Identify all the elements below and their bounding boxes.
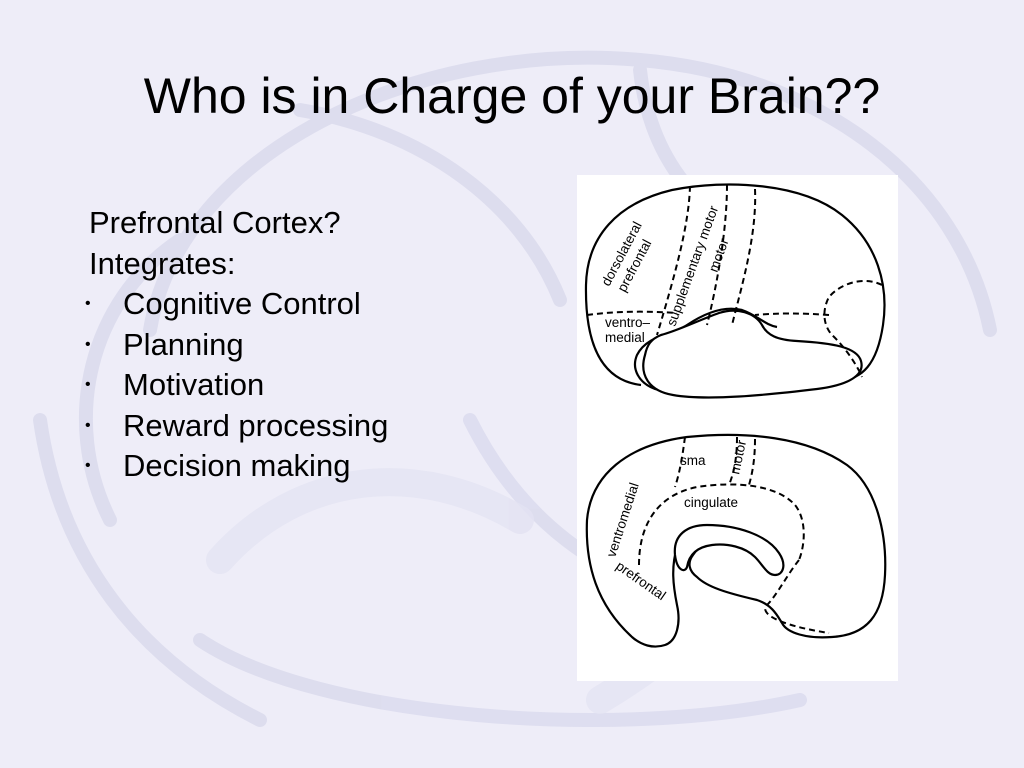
slide-title: Who is in Charge of your Brain??: [143, 68, 881, 124]
bullet-dot-icon: •: [85, 335, 91, 353]
cingulate-border: [638, 483, 805, 566]
bullet-item: • Reward processing: [85, 406, 559, 447]
bullet-dot-icon: •: [85, 457, 91, 474]
parietal-border: [754, 312, 830, 316]
lateral-brain-view: dorsolateral prefrontal supplementary mo…: [584, 183, 886, 399]
label-ventromedial: ventromedial: [604, 481, 642, 559]
medial-brain-view: sma motor cingulate ventromedial prefron…: [585, 433, 887, 648]
label-cingulate: cingulate: [684, 495, 738, 510]
brain-diagram-figure: dorsolateral prefrontal supplementary mo…: [577, 175, 898, 681]
brain-diagram-svg: dorsolateral prefrontal supplementary mo…: [584, 183, 887, 648]
occipital-border: [823, 279, 883, 378]
bullet-item: • Decision making: [85, 446, 559, 487]
bullet-text: Planning: [123, 326, 244, 362]
content-line-prefrontal-cortex: Prefrontal Cortex?: [89, 205, 341, 240]
sma-border: [674, 436, 686, 488]
label-sma: sma: [680, 453, 706, 468]
bullet-text: Cognitive Control: [123, 286, 361, 321]
label-prefrontal-medial: prefrontal: [613, 558, 668, 603]
bullet-list: • Cognitive Control • Planning • Motivation…: [85, 284, 559, 487]
dorsolateral-border: [656, 185, 691, 336]
bullet-dot-icon: •: [85, 376, 91, 393]
supplementary-motor-border: [706, 184, 728, 326]
corpus-callosum-outline: [673, 523, 785, 577]
motor-medial-border-2: [748, 438, 756, 486]
bullet-text: Decision making: [123, 448, 351, 483]
motor-border: [731, 188, 757, 326]
medial-brain-outline: [585, 433, 887, 648]
label-medial: medial: [605, 330, 645, 345]
bullet-item: • Planning: [85, 325, 559, 366]
motor-medial-border: [728, 436, 738, 486]
occipital-medial-border: [764, 559, 830, 634]
label-motor: motor: [706, 236, 732, 274]
label-motor-medial: motor: [727, 438, 749, 475]
bullet-text: Motivation: [123, 367, 265, 402]
bullet-dot-icon: •: [85, 295, 91, 312]
bullet-item: • Cognitive Control: [85, 284, 559, 325]
temporal-lobe-outline: [642, 309, 863, 399]
ventromedial-border: [586, 310, 678, 316]
bullet-dot-icon: •: [85, 416, 91, 434]
content-line-integrates: Integrates:: [89, 245, 236, 281]
bullet-item: • Motivation: [85, 365, 559, 406]
content-body: Prefrontal Cortex? Integrates: • Cognitiv…: [85, 203, 559, 487]
label-ventro: ventro–: [605, 315, 651, 330]
bullet-text: Reward processing: [123, 407, 389, 443]
